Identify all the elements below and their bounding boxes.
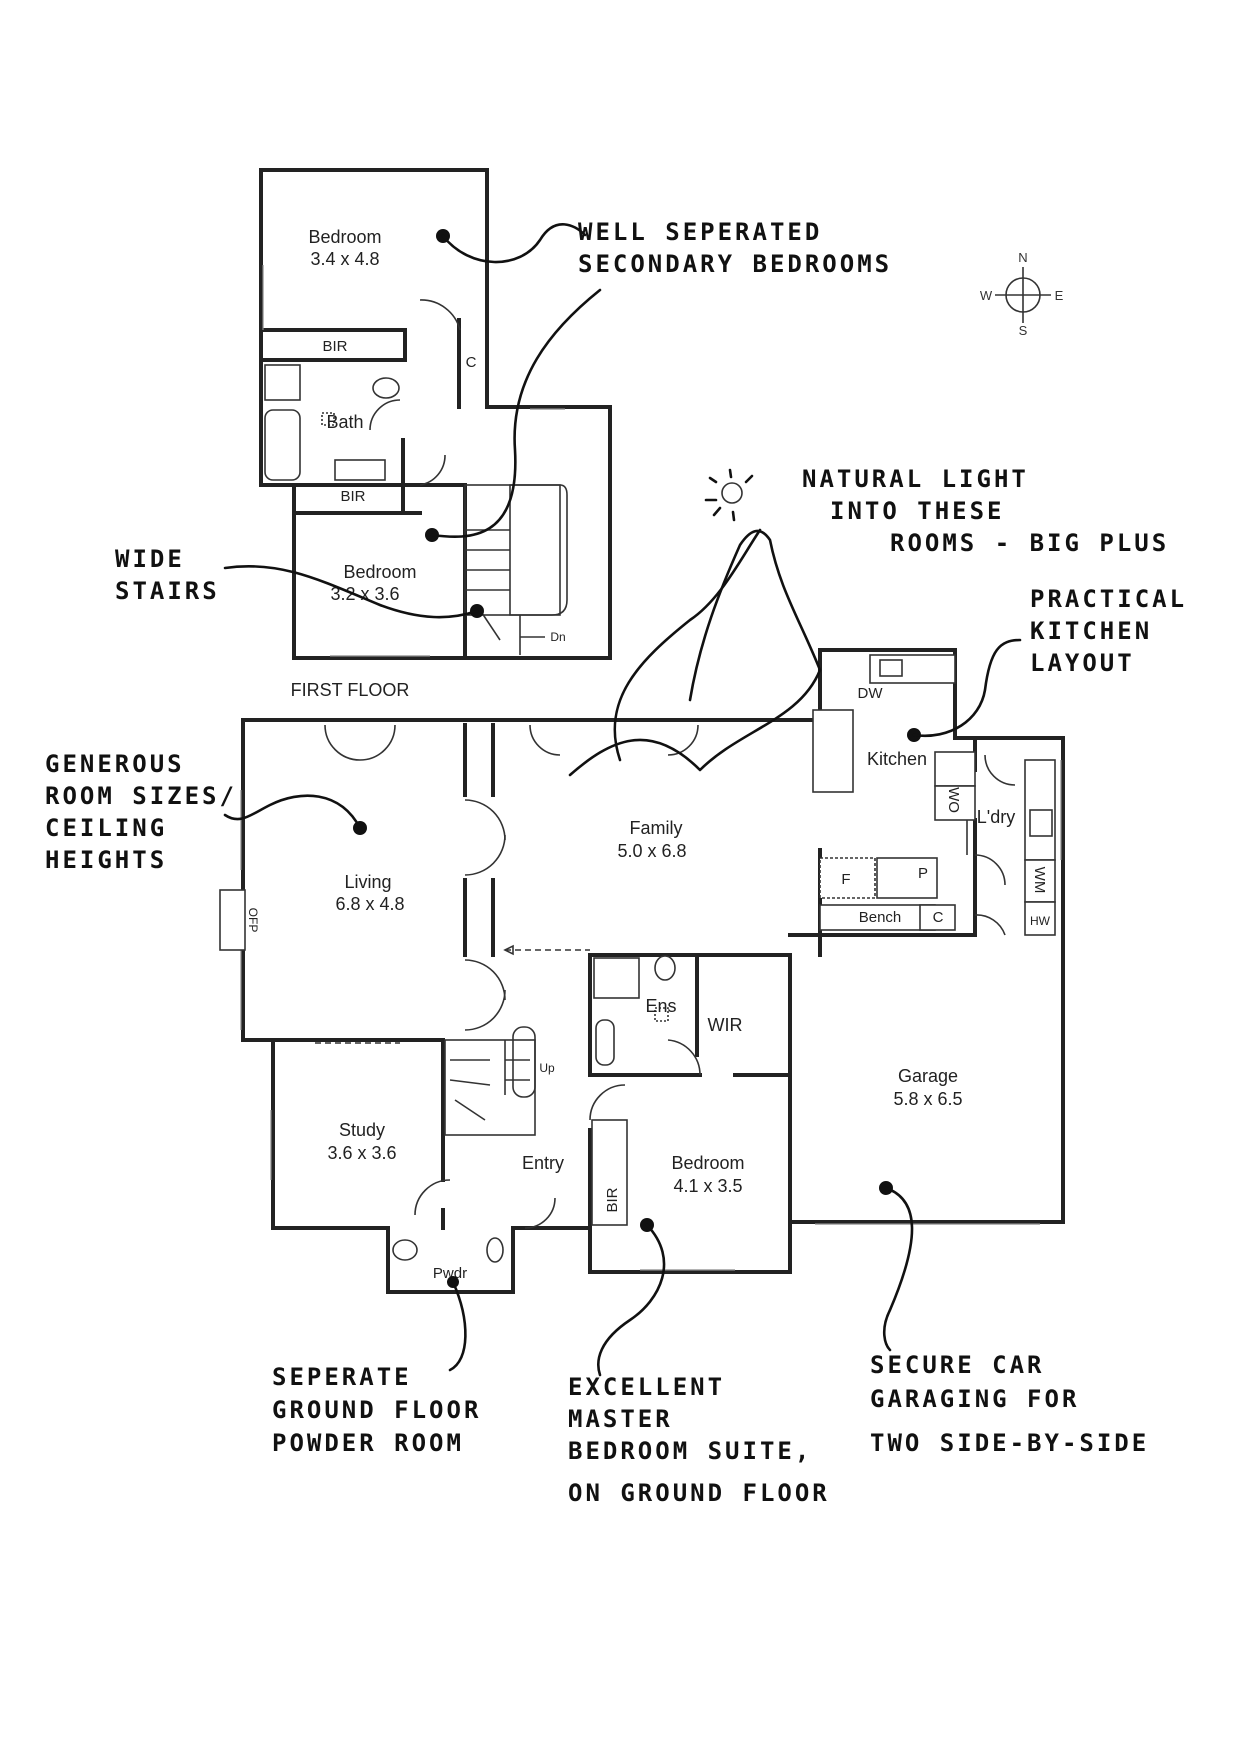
floor-label: FIRST FLOOR xyxy=(291,680,410,700)
ens-label: Ens xyxy=(645,996,676,1016)
wm-label: WM xyxy=(1031,867,1048,894)
note-rooms-3: CEILING xyxy=(45,814,167,842)
compass-s: S xyxy=(1019,323,1028,338)
note-powder-2: GROUND FLOOR xyxy=(272,1396,481,1424)
ground-floor xyxy=(219,648,1065,1294)
note-garage-1: SECURE CAR xyxy=(870,1351,1045,1379)
hw-label: HW xyxy=(1030,914,1051,928)
family-size: 5.0 x 6.8 xyxy=(617,841,686,861)
bedroom2-size: 3.4 x 4.8 xyxy=(310,249,379,269)
room-labels: Bedroom 3.4 x 4.8 BIR C Bath BIR Bedroom… xyxy=(246,227,1051,1282)
note-kitchen-3: LAYOUT xyxy=(1030,649,1135,677)
annotation-lines xyxy=(223,223,1022,1377)
note-secondary-2: SECONDARY BEDROOMS xyxy=(578,250,892,278)
f-label: F xyxy=(841,871,850,888)
note-master-1: EXCELLENT xyxy=(568,1373,725,1401)
note-secondary-1: WELL SEPERATED xyxy=(578,218,822,246)
family-name: Family xyxy=(630,818,683,838)
p-label: P xyxy=(918,865,928,882)
living-size: 6.8 x 4.8 xyxy=(335,894,404,914)
bedroom3-size: 3.2 x 3.6 xyxy=(330,584,399,604)
note-stairs-1: WIDE xyxy=(115,545,185,573)
master-name: Bedroom xyxy=(671,1153,744,1173)
compass: N S E W xyxy=(980,250,1064,338)
note-kitchen-2: KITCHEN xyxy=(1030,617,1152,645)
note-garage-3: TWO SIDE-BY-SIDE xyxy=(870,1429,1149,1457)
note-light-2: INTO THESE xyxy=(830,497,1005,525)
note-master-2: MASTER xyxy=(568,1405,673,1433)
bench-label: Bench xyxy=(859,909,902,926)
note-kitchen-1: PRACTICAL xyxy=(1030,585,1187,613)
note-rooms-2: ROOM SIZES/ xyxy=(45,782,237,810)
note-master-4: ON GROUND FLOOR xyxy=(568,1479,830,1507)
compass-e: E xyxy=(1055,288,1064,303)
bir-upper-1: BIR xyxy=(322,338,347,355)
annotation-text: WELL SEPERATED SECONDARY BEDROOMS WIDE S… xyxy=(45,218,1187,1507)
wo-label: WO xyxy=(945,787,962,813)
note-rooms-4: HEIGHTS xyxy=(45,846,167,874)
first-floor xyxy=(259,168,612,660)
dn-label: Dn xyxy=(550,630,565,644)
c-upper: C xyxy=(466,354,477,371)
bath-label: Bath xyxy=(326,412,363,432)
kitchen-label: Kitchen xyxy=(867,749,927,769)
garage-name: Garage xyxy=(898,1066,958,1086)
living-name: Living xyxy=(344,872,391,892)
compass-n: N xyxy=(1018,250,1027,265)
garage-size: 5.8 x 6.5 xyxy=(893,1089,962,1109)
note-master-3: BEDROOM SUITE, xyxy=(568,1437,812,1465)
note-powder-1: SEPERATE xyxy=(272,1363,412,1391)
note-garage-2: GARAGING FOR xyxy=(870,1385,1079,1413)
pwdr-label: Pwdr xyxy=(433,1265,467,1282)
bedroom2-name: Bedroom xyxy=(308,227,381,247)
study-size: 3.6 x 3.6 xyxy=(327,1143,396,1163)
ofp-label: OFP xyxy=(246,908,260,933)
bir-lower: BIR xyxy=(604,1187,621,1212)
up-label: Up xyxy=(539,1061,555,1075)
entry-label: Entry xyxy=(522,1153,564,1173)
master-size: 4.1 x 3.5 xyxy=(673,1176,742,1196)
bir-upper-2: BIR xyxy=(340,488,365,505)
note-light-1: NATURAL LIGHT xyxy=(802,465,1029,493)
compass-w: W xyxy=(980,288,993,303)
c-lower: C xyxy=(933,909,944,926)
note-powder-3: POWDER ROOM xyxy=(272,1429,464,1457)
note-rooms-1: GENEROUS xyxy=(45,750,185,778)
note-stairs-2: STAIRS xyxy=(115,577,220,605)
dw-label: DW xyxy=(858,685,884,702)
wir-label: WIR xyxy=(708,1015,743,1035)
note-light-3: ROOMS - BIG PLUS xyxy=(890,529,1169,557)
study-name: Study xyxy=(339,1120,385,1140)
bedroom3-name: Bedroom xyxy=(343,562,416,582)
ldry-label: L'dry xyxy=(977,807,1015,827)
